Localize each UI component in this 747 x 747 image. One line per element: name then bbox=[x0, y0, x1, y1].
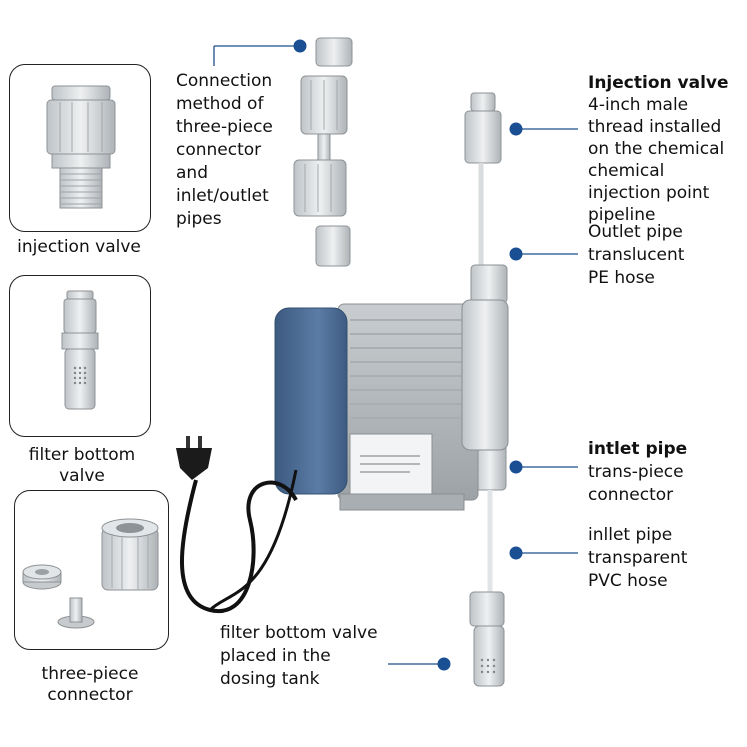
injection-valve-label: Injection valve 4-inch male thread insta… bbox=[588, 72, 738, 226]
callout-dot bbox=[437, 657, 451, 671]
injection-valve-caption: injection valve bbox=[17, 237, 141, 257]
callout-dot bbox=[509, 122, 523, 136]
callout-dot bbox=[509, 460, 523, 474]
three-piece-connector-image bbox=[22, 518, 159, 629]
filter-bottom-valve-image bbox=[61, 290, 99, 410]
inlet-pipe-label: intlet pipe trans-piece connector bbox=[588, 438, 698, 507]
injection-valve-image bbox=[46, 85, 116, 209]
callout-dot bbox=[293, 39, 307, 53]
outlet-pipe-label: Outlet pipe translucent PE hose bbox=[588, 222, 685, 288]
injection-valve-body: 4-inch male thread installed on the chem… bbox=[588, 95, 725, 225]
three-piece-label: Connection method of three-piece connect… bbox=[176, 71, 273, 229]
callout-dot bbox=[509, 546, 523, 560]
three-piece-connector-caption: three-piece connector bbox=[41, 664, 139, 705]
exploded-connector-image bbox=[293, 37, 353, 267]
dosing-pump-image bbox=[274, 299, 509, 511]
inlet-hose-label: inllet pipe transparent PVC hose bbox=[588, 525, 688, 591]
inlet-pipe-body: trans-piece connector bbox=[588, 462, 684, 505]
power-cord-image bbox=[176, 436, 298, 614]
callout-dot bbox=[509, 247, 523, 261]
filter-bottom-valve-caption: filter bottom valve bbox=[28, 445, 136, 486]
injection-valve-title: Injection valve bbox=[588, 73, 729, 93]
inlet-pipe-title: intlet pipe bbox=[588, 439, 688, 459]
filter-placement-label: filter bottom valve placed in the dosing… bbox=[220, 623, 378, 689]
